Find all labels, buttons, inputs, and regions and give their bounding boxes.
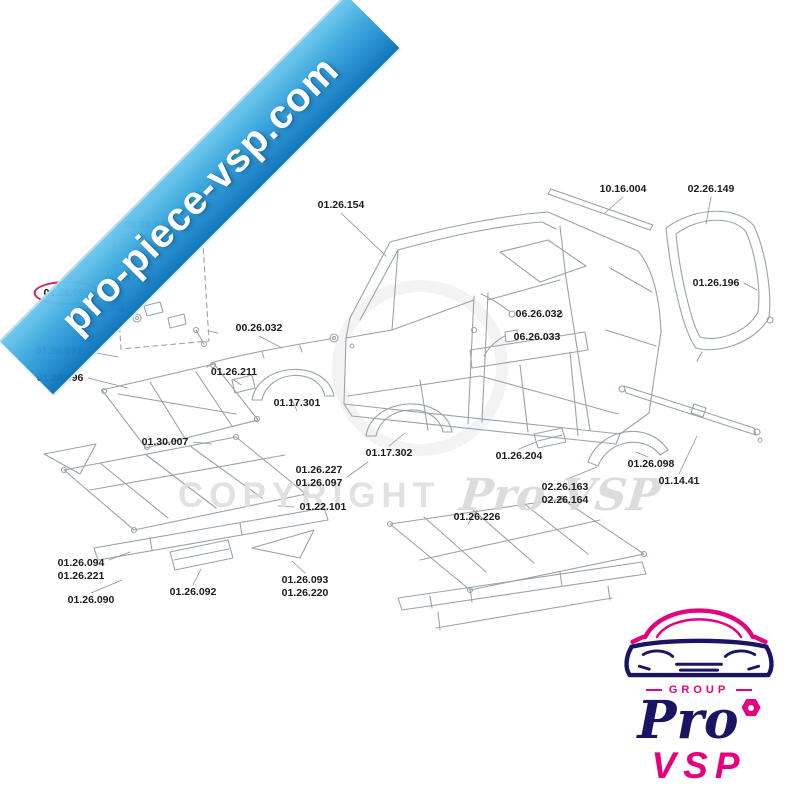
part-label-01.26.227: 01.26.227: [295, 464, 343, 476]
part-label-01.26.226: 01.26.226: [453, 511, 501, 523]
part-label-01.22.101: 01.22.101: [299, 501, 347, 513]
watermark-ring-icon: [332, 280, 508, 456]
part-label-01.26.094: 01.26.094: [57, 557, 105, 569]
part-label-02.26.164: 02.26.164: [541, 494, 589, 506]
part-label-02.26.149: 02.26.149: [687, 183, 735, 195]
lower-chassis-frame: [386, 495, 648, 631]
bracket-part: [533, 427, 567, 449]
part-label-01.26.220: 01.26.220: [281, 587, 329, 599]
front-subframe: [100, 361, 261, 451]
part-label-10.16.004: 10.16.004: [599, 183, 647, 195]
part-label-01.17.301: 01.17.301: [273, 397, 321, 409]
part-label-01.26.090: 01.26.090: [67, 594, 115, 606]
logo-pro-text: Pro: [637, 690, 739, 751]
wheel-arch-mid: [365, 403, 453, 437]
part-label-01.26.097: 01.26.097: [295, 477, 343, 489]
part-label-01.26.098: 01.26.098: [627, 458, 675, 470]
copyright-watermark: COPYRIGHT Pro VSP: [178, 470, 663, 521]
car-outline-icon: [624, 608, 774, 678]
part-label-01.26.221: 01.26.221: [57, 570, 105, 582]
part-label-01.26.211: 01.26.211: [210, 366, 258, 378]
part-label-01.14.41: 01.14.41: [658, 475, 700, 487]
part-label-01.26.154: 01.26.154: [317, 199, 365, 211]
roof-trim-strip: [547, 188, 654, 231]
wheel-arch-front: [251, 368, 335, 401]
copyright-word: COPYRIGHT: [178, 475, 441, 515]
part-label-06.26.033: 06.26.033: [513, 331, 561, 343]
seatbelt-anchor-parts: [480, 293, 519, 357]
logo-brand-pro: Pro: [606, 695, 792, 747]
part-label-01.17.302: 01.17.302: [365, 447, 413, 459]
logo-group-label: GROUP: [668, 684, 730, 696]
part-label-02.26.163: 02.26.163: [541, 481, 589, 493]
part-label-01.26.204: 01.26.204: [495, 450, 543, 462]
logo-brand-vsp: VSP: [651, 745, 747, 786]
main-chassis-frame: [43, 433, 329, 571]
provsp-logo: GROUP Pro VSP: [606, 586, 792, 785]
rear-hatch-frame: [665, 210, 774, 362]
group-divider-dash: [736, 689, 753, 691]
group-divider-dash: [645, 689, 662, 691]
car-body-wireframe: [343, 211, 662, 445]
hexagon-icon: [741, 699, 761, 716]
rear-fender-panel: [587, 430, 669, 467]
part-label-01.26.196: 01.26.196: [692, 277, 740, 289]
rear-cross-bar: [618, 385, 763, 443]
part-label-01.30.007: 01.30.007: [141, 436, 189, 448]
part-label-01.26.092: 01.26.092: [169, 586, 217, 598]
part-label-01.26.093: 01.26.093: [281, 574, 329, 586]
logo-group-line: GROUP: [606, 684, 792, 696]
part-label-06.26.032: 06.26.032: [515, 308, 563, 320]
part-label-00.26.032: 00.26.032: [235, 322, 283, 334]
